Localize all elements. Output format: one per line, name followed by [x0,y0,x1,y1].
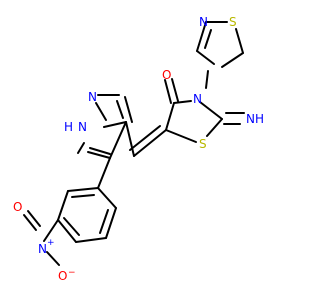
molecule-canvas: S N O N NH S N N H N + O O − [13,15,264,283]
thiazolidine-sulfur-label: S [199,137,207,151]
nitro-nitrogen-label: N [38,242,47,256]
nitro-plus-charge: + [47,238,55,248]
carbonyl-bond [164,78,179,104]
thiazole-ring [196,21,244,89]
phenyl-ring [57,157,117,243]
nitro-oxygen-bottom-label: O [58,269,67,283]
pyrazole-nh-nitrogen-label: N [78,120,87,134]
imino-nh-label: NH [246,112,264,126]
nitro-minus-charge: − [68,268,76,278]
ring-nitrogen-label: N [193,92,202,106]
pyrazole-hydrogen-label: H [64,120,73,134]
methylidene-bond [125,121,167,157]
nitro-oxygen-top-label: O [13,200,22,214]
thiazole-sulfur-label: S [229,15,237,29]
pyrazole-ring [77,94,133,159]
thiazolidinone-ring [165,100,245,143]
structure-drawing: S N O N NH S N N H N + O O − [13,15,264,283]
nitro-group [23,210,60,266]
thiazole-nitrogen-label: N [199,15,208,29]
pyrazole-nitrogen-label: N [88,90,97,104]
carbonyl-oxygen-label: O [162,68,171,82]
